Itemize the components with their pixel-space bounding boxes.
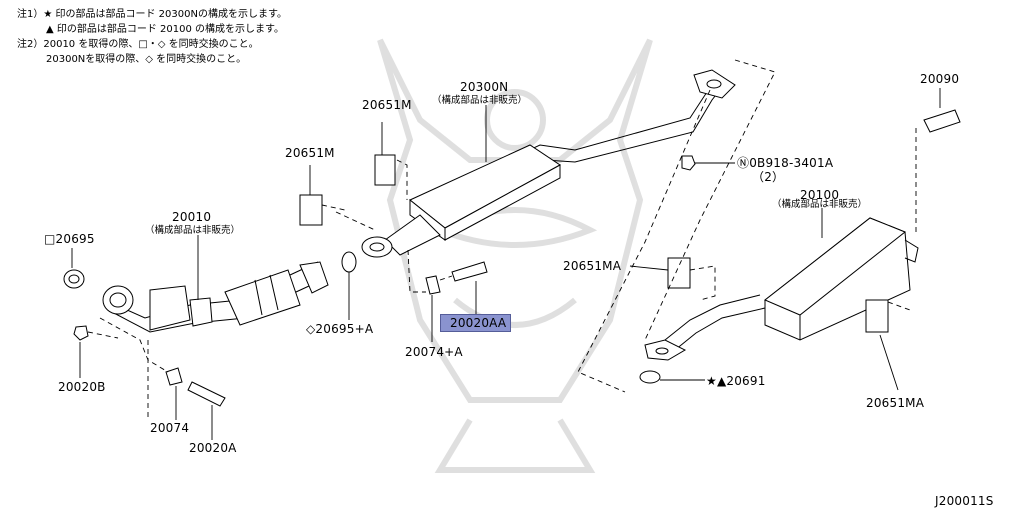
- label-0B918-qty: （2）: [752, 170, 785, 184]
- mount-rubber-20651MA-left: [667, 257, 691, 289]
- label-0B918-3401A[interactable]: Ⓝ0B918-3401A: [737, 156, 834, 170]
- nut-20020B: [73, 325, 89, 341]
- label-20020B[interactable]: 20020B: [58, 380, 106, 394]
- label-20010[interactable]: 20010: [172, 210, 212, 224]
- note-line-4: 20300Nを取得の際、◇ を同時交換のこと。: [46, 54, 247, 65]
- gasket-20691: [639, 370, 661, 384]
- label-20300N-note: （構成部品は非販売）: [432, 95, 528, 106]
- mount-rubber-20651M-lower: [299, 194, 323, 226]
- note-line-1: 注1）★ 印の部品は部品コード 20300Nの構成を示します。: [17, 9, 287, 20]
- label-20074A[interactable]: 20074+A: [405, 345, 463, 359]
- label-20695A[interactable]: ◇20695+A: [306, 322, 374, 336]
- label-20100-note: （構成部品は非販売）: [772, 199, 868, 210]
- label-20691[interactable]: ★▲20691: [706, 374, 766, 388]
- label-20074[interactable]: 20074: [150, 421, 190, 435]
- bolt-20074A: [425, 275, 441, 295]
- label-20100[interactable]: 20100: [800, 188, 840, 202]
- label-20300N[interactable]: 20300N: [460, 80, 509, 94]
- front-tube-catalyst-20010: [102, 261, 329, 333]
- label-20010-note: （構成部品は非販売）: [145, 225, 241, 236]
- label-20651M-lower[interactable]: 20651M: [285, 146, 335, 160]
- note-line-2: ▲ 印の部品は部品コード 20100 の構成を示します。: [46, 24, 285, 35]
- label-20651MA-right[interactable]: 20651MA: [866, 396, 925, 410]
- mount-rubber-20651MA-right: [865, 299, 889, 333]
- leader-lines: [71, 88, 941, 440]
- main-muffler-20100: [644, 217, 919, 361]
- label-20090[interactable]: 20090: [920, 72, 960, 86]
- gasket-20695A: [341, 251, 357, 273]
- tail-tube-20090: [923, 109, 961, 133]
- stud-20020A: [187, 381, 226, 407]
- label-20020A[interactable]: 20020A: [189, 441, 237, 455]
- gasket-20695: [63, 269, 85, 289]
- label-20695[interactable]: □20695: [44, 232, 95, 246]
- label-20020AA-highlighted[interactable]: 20020AA: [440, 314, 512, 332]
- bolt-20074: [165, 367, 183, 386]
- diagram-code: J200011S: [935, 494, 994, 508]
- stud-20020AA: [451, 261, 488, 282]
- dashed-guide-lines: [87, 59, 917, 420]
- label-20651MA-left[interactable]: 20651MA: [563, 259, 622, 273]
- nut-0B918: [681, 155, 696, 171]
- mount-rubber-20651M-upper: [374, 154, 396, 186]
- center-muffler-20300N: [361, 69, 736, 258]
- note-line-3: 注2）20010 を取得の際、□・◇ を同時交換のこと。: [17, 39, 259, 50]
- label-20651M-upper[interactable]: 20651M: [362, 98, 412, 112]
